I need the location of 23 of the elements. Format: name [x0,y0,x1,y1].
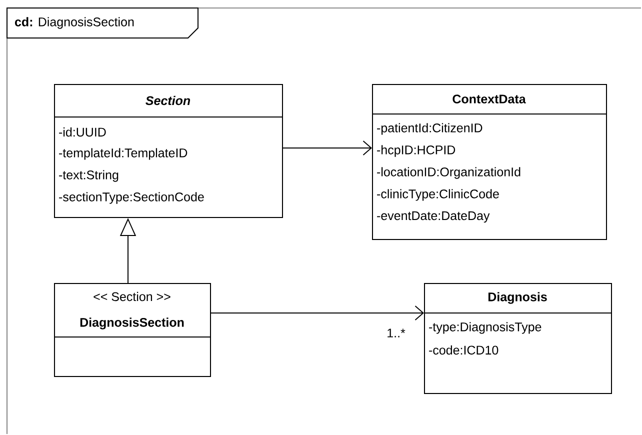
class-name: Diagnosis [488,292,547,304]
class-box [54,84,283,218]
arrow [210,306,424,320]
attribute: -type:DiagnosisType [429,322,542,334]
attribute: -locationID:OrganizationId [377,167,520,179]
attribute: -hcpID:HCPID [377,145,456,157]
attribute: -sectionType:SectionCode [59,192,204,204]
attribute: -id:UUID [59,127,106,137]
edge-label: 1..* [386,328,406,338]
class-name: ContextData [452,94,526,104]
attribute: -templateId:TemplateID [59,148,188,160]
attribute: -text:String [59,170,118,182]
stereotype: << Section >> [94,292,170,302]
class-name: DiagnosisSection [80,318,184,330]
attribute: -clinicType:ClinicCode [377,189,499,201]
arrow [282,140,372,156]
class-box [424,283,612,394]
class-box [372,84,607,240]
attribute: -eventDate:DateDay [377,211,490,223]
attribute: -patientId:CitizenID [377,123,482,135]
class-name: Section [146,96,190,106]
attribute: -code:ICD10 [429,345,498,355]
class-box [54,283,211,377]
